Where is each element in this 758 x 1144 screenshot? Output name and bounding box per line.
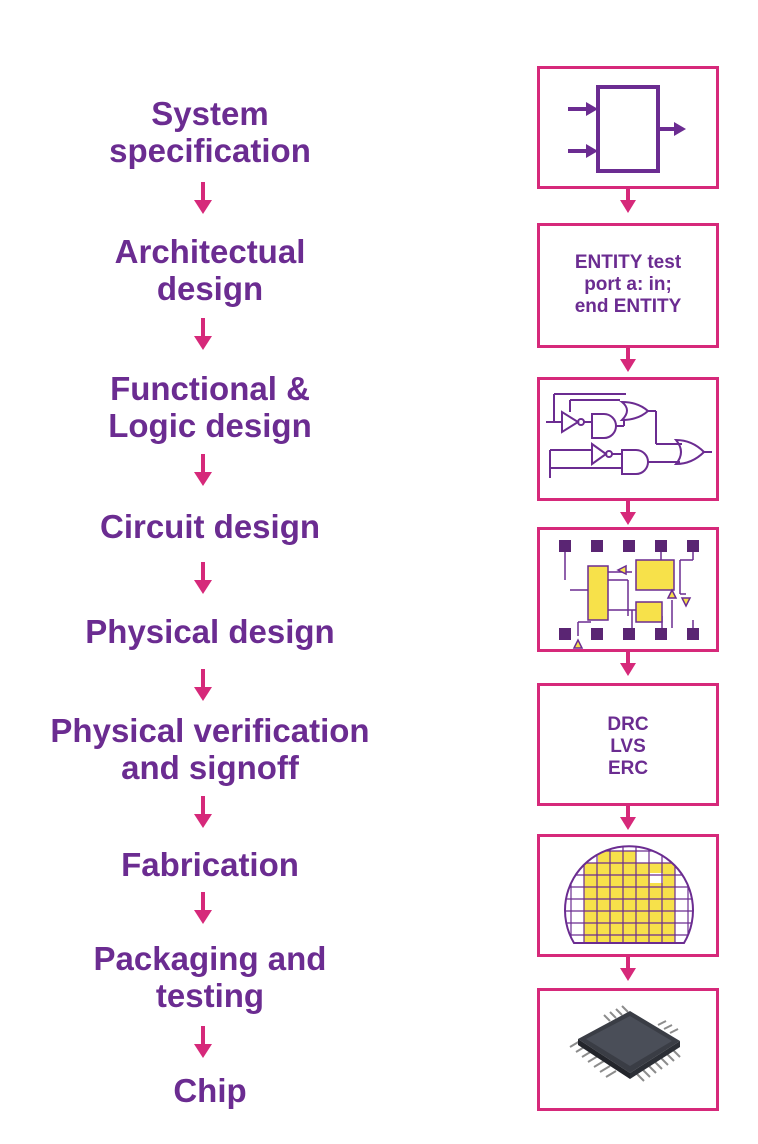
box-hdl-code: ENTITY test port a: in; end ENTITY xyxy=(537,223,719,348)
down-arrow-icon xyxy=(620,188,636,213)
step-label-line2: and signoff xyxy=(121,749,299,786)
down-arrow-icon xyxy=(620,347,636,372)
box-verification: DRC LVS ERC xyxy=(537,683,719,806)
box-wafer xyxy=(537,834,719,957)
box-block-symbol xyxy=(537,66,719,189)
down-arrow-icon xyxy=(620,651,636,676)
step-label-line2: design xyxy=(156,270,264,307)
step-label-line1: Functional & xyxy=(110,370,310,407)
step-physical-design: Physical design xyxy=(0,613,420,650)
step-circuit-design: Circuit design xyxy=(0,508,420,545)
box-logic-gates xyxy=(537,377,719,501)
step-label-line1: Fabrication xyxy=(121,846,299,883)
step-architectural-design: Architectual design xyxy=(0,233,420,307)
step-system-specification: System specification xyxy=(0,95,420,169)
down-arrow-icon xyxy=(194,669,212,701)
hdl-line3: end ENTITY xyxy=(574,296,682,317)
verify-line2: LVS xyxy=(610,736,646,757)
down-arrow-icon xyxy=(194,1026,212,1058)
step-physical-verification-signoff: Physical verification and signoff xyxy=(0,712,420,786)
step-fabrication: Fabrication xyxy=(0,846,420,883)
down-arrow-icon xyxy=(194,454,212,486)
step-label-line2: Logic design xyxy=(108,407,312,444)
step-label-line1: Packaging and xyxy=(93,940,327,977)
hdl-line2: port a: in; xyxy=(584,274,672,295)
down-arrow-icon xyxy=(194,562,212,594)
step-chip: Chip xyxy=(0,1072,420,1109)
down-arrow-icon xyxy=(194,182,212,214)
step-label-line1: Physical design xyxy=(85,613,335,650)
logic-gates-icon xyxy=(546,393,712,478)
step-label-line2: specification xyxy=(109,132,311,169)
down-arrow-icon xyxy=(620,805,636,830)
down-arrow-icon xyxy=(620,956,636,981)
down-arrow-icon xyxy=(194,318,212,350)
verify-line1: DRC xyxy=(607,714,649,735)
step-label-line1: Chip xyxy=(173,1072,247,1109)
step-packaging-testing: Packaging and testing xyxy=(0,940,420,1014)
down-arrow-icon xyxy=(620,500,636,525)
step-label-line1: Circuit design xyxy=(99,508,321,545)
step-functional-logic-design: Functional & Logic design xyxy=(0,370,420,444)
layout-icon xyxy=(559,540,699,649)
verify-line3: ERC xyxy=(607,758,649,779)
hdl-line1: ENTITY test xyxy=(574,252,682,273)
box-layout xyxy=(537,527,719,652)
step-label-line1: Physical verification xyxy=(50,712,370,749)
wafer-icon xyxy=(564,845,694,944)
step-label-line1: Architectual xyxy=(114,233,306,270)
step-label-line2: testing xyxy=(155,977,265,1014)
step-label-line1: System xyxy=(151,95,269,132)
box-chip xyxy=(537,988,719,1111)
chip-icon xyxy=(569,1005,681,1082)
block-symbol-icon xyxy=(568,85,686,173)
down-arrow-icon xyxy=(194,796,212,828)
down-arrow-icon xyxy=(194,892,212,924)
